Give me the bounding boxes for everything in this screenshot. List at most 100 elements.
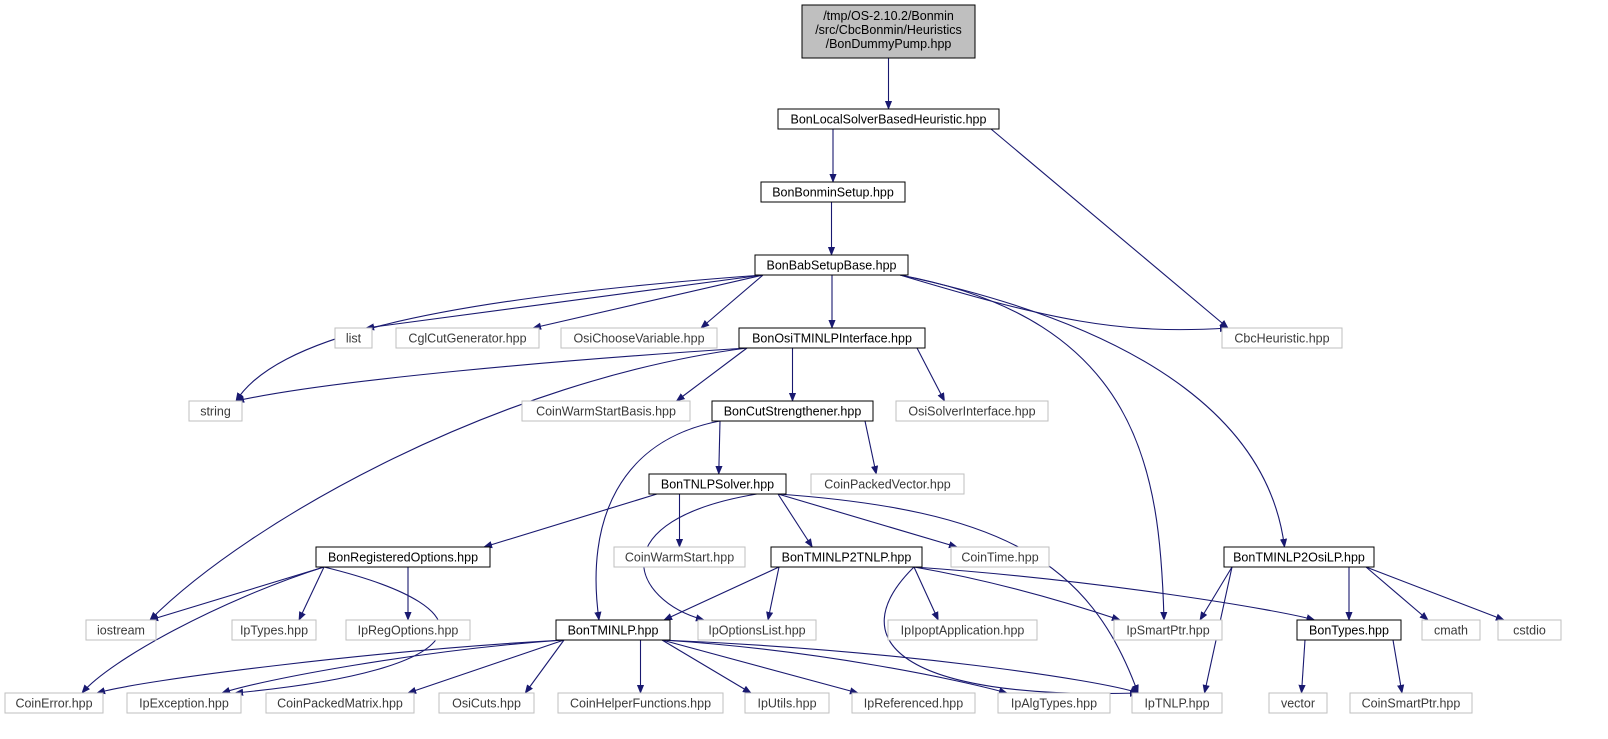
node-CglCutGenerator: CglCutGenerator.hpp (395, 327, 540, 349)
edge-BonTMINLP2TNLP-to-BonTypes (913, 566, 1316, 622)
node-box-cmath (1421, 619, 1481, 641)
node-label-IpIpoptApplication: IpIpoptApplication.hpp (901, 624, 1025, 638)
edge-BonTMINLP2OsiLP-to-cmath (1365, 566, 1429, 621)
node-label-BonTNLPSolver: BonTNLPSolver.hpp (661, 478, 774, 492)
node-label-IpOptionsList: IpOptionsList.hpp (708, 624, 805, 638)
edge-BonOsiTMINLPInterface-to-iostream (149, 347, 748, 621)
node-box-BonBonminSetup (760, 181, 906, 203)
node-box-OsiSolverInterface (895, 400, 1049, 422)
node-label-cmath: cmath (1434, 624, 1468, 638)
edge-BonTypes-to-CoinSmartPtr (1392, 639, 1405, 694)
node-label-CoinPackedMatrix: CoinPackedMatrix.hpp (277, 697, 403, 711)
node-box-IpTypes (231, 619, 317, 641)
edge-BonTNLPSolver-to-BonRegisteredOptions (483, 493, 658, 549)
node-label-CoinWarmStart: CoinWarmStart.hpp (625, 551, 734, 565)
node-label-IpTNLP: IpTNLP.hpp (1144, 697, 1209, 711)
node-CoinTime: CoinTime.hpp (950, 546, 1050, 568)
node-label-list: list (346, 332, 362, 346)
edge-BonTypes-to-vector (1298, 639, 1306, 694)
node-box-BonTMINLP2OsiLP (1223, 546, 1375, 568)
edge-BonOsiTMINLPInterface-to-string (235, 347, 748, 403)
node-box-BonRegisteredOptions (315, 546, 491, 568)
node-IpUtils: IpUtils.hpp (744, 692, 830, 714)
edge-BonRegisteredOptions-to-CoinError (81, 566, 325, 694)
root-label-line-3: /BonDummyPump.hpp (826, 37, 952, 51)
edge-BonOsiTMINLPInterface-to-OsiSolverInterface (916, 347, 945, 402)
node-label-CoinError: CoinError.hpp (15, 697, 92, 711)
node-box-string (188, 400, 243, 422)
node-box-IpOptionsList (697, 619, 817, 641)
node-box-iostream (85, 619, 157, 641)
edge-BonBabSetupBase-to-OsiChooseVariable (700, 274, 764, 329)
node-label-BonTMINLP2OsiLP: BonTMINLP2OsiLP.hpp (1233, 551, 1365, 565)
node-label-iostream: iostream (97, 624, 145, 638)
node-label-vector: vector (1281, 697, 1315, 711)
node-label-IpUtils: IpUtils.hpp (757, 697, 816, 711)
edge-BonTMINLP-to-CoinError (96, 639, 565, 695)
node-box-BonTNLPSolver (648, 473, 787, 495)
edge-BonCutStrengthener-to-BonTMINLP (594, 420, 721, 621)
edge-BonTMINLP2TNLP-to-IpTNLP (883, 566, 1139, 697)
node-label-CoinSmartPtr: CoinSmartPtr.hpp (1362, 697, 1461, 711)
node-BonLocalSolverBasedHeuristic[interactable]: BonLocalSolverBasedHeuristic.hpp (777, 108, 1000, 130)
node-label-cstdio: cstdio (1513, 624, 1546, 638)
node-label-BonRegisteredOptions: BonRegisteredOptions.hpp (328, 551, 478, 565)
node-BonRegisteredOptions[interactable]: BonRegisteredOptions.hpp (315, 546, 491, 568)
node-label-IpTypes: IpTypes.hpp (240, 624, 308, 638)
node-label-BonLocalSolverBasedHeuristic: BonLocalSolverBasedHeuristic.hpp (791, 113, 987, 127)
node-box-CglCutGenerator (395, 327, 540, 349)
node-BonTypes[interactable]: BonTypes.hpp (1296, 619, 1402, 641)
node-label-string: string (200, 405, 231, 419)
node-label-CoinHelperFunctions: CoinHelperFunctions.hpp (570, 697, 711, 711)
node-box-BonTMINLP2TNLP (770, 546, 923, 568)
edge-BonBabSetupBase-to-IpSmartPtr (899, 274, 1168, 621)
node-BonTMINLP[interactable]: BonTMINLP.hpp (555, 619, 671, 641)
edge-BonTNLPSolver-to-CoinTime (777, 493, 958, 549)
edge-BonCutStrengthener-to-CoinPackedVector (864, 420, 879, 475)
node-box-IpUtils (744, 692, 830, 714)
node-BonCutStrengthener[interactable]: BonCutStrengthener.hpp (711, 400, 874, 422)
node-IpException: IpException.hpp (126, 692, 242, 714)
node-BonTMINLP2OsiLP[interactable]: BonTMINLP2OsiLP.hpp (1223, 546, 1375, 568)
node-box-list (334, 327, 373, 349)
edge-BonBabSetupBase-to-CglCutGenerator (532, 274, 764, 330)
edge-BonTNLPSolver-to-BonTMINLP2TNLP (777, 493, 813, 548)
edge-BonTMINLP-to-IpException (221, 639, 565, 694)
node-BonOsiTMINLPInterface[interactable]: BonOsiTMINLPInterface.hpp (738, 327, 926, 349)
node-CoinWarmStart: CoinWarmStart.hpp (613, 546, 746, 568)
edge-BonBabSetupBase-to-list (365, 274, 764, 331)
node-box-IpException (126, 692, 242, 714)
edge-BonTMINLP-to-IpTNLP (661, 639, 1140, 694)
node-BonBabSetupBase[interactable]: BonBabSetupBase.hpp (754, 254, 909, 276)
edge-BonRegisteredOptions-to-iostream (149, 566, 325, 622)
node-label-CbcHeuristic: CbcHeuristic.hpp (1234, 332, 1329, 346)
edge-layer (81, 58, 1505, 697)
node-box-IpTNLP (1131, 692, 1223, 714)
node-CoinHelperFunctions: CoinHelperFunctions.hpp (557, 692, 724, 714)
node-label-IpException: IpException.hpp (139, 697, 229, 711)
node-box-OsiCuts (438, 692, 535, 714)
node-CoinPackedMatrix: CoinPackedMatrix.hpp (265, 692, 415, 714)
edge-BonTMINLP2TNLP-to-IpIpoptApplication (913, 566, 939, 621)
node-iostream: iostream (85, 619, 157, 641)
edge-BonBabSetupBase-to-string (235, 274, 764, 402)
node-label-BonBabSetupBase: BonBabSetupBase.hpp (767, 259, 897, 273)
node-layer: /tmp/OS-2.10.2/Bonmin /src/CbcBonmin/Heu… (4, 4, 1562, 714)
node-OsiCuts: OsiCuts.hpp (438, 692, 535, 714)
root-node[interactable]: /tmp/OS-2.10.2/Bonmin /src/CbcBonmin/Heu… (801, 4, 976, 59)
node-label-CoinWarmStartBasis: CoinWarmStartBasis.hpp (536, 405, 676, 419)
node-box-vector (1268, 692, 1328, 714)
node-BonTNLPSolver[interactable]: BonTNLPSolver.hpp (648, 473, 787, 495)
node-BonBonminSetup[interactable]: BonBonminSetup.hpp (760, 181, 906, 203)
edge-BonRegisteredOptions-to-IpTypes (298, 566, 325, 621)
edge-BonTMINLP2TNLP-to-IpOptionsList (766, 566, 780, 621)
node-label-IpAlgTypes: IpAlgTypes.hpp (1011, 697, 1097, 711)
node-label-IpSmartPtr: IpSmartPtr.hpp (1126, 624, 1209, 638)
edge-BonLocalSolverBasedHeuristic-to-CbcHeuristic (990, 128, 1229, 329)
node-label-BonOsiTMINLPInterface: BonOsiTMINLPInterface.hpp (752, 332, 912, 346)
node-BonTMINLP2TNLP[interactable]: BonTMINLP2TNLP.hpp (770, 546, 923, 568)
node-IpTNLP: IpTNLP.hpp (1131, 692, 1223, 714)
node-label-BonTMINLP: BonTMINLP.hpp (568, 624, 659, 638)
edge-BonTMINLP-to-OsiCuts (524, 639, 565, 694)
node-cstdio: cstdio (1497, 619, 1562, 641)
